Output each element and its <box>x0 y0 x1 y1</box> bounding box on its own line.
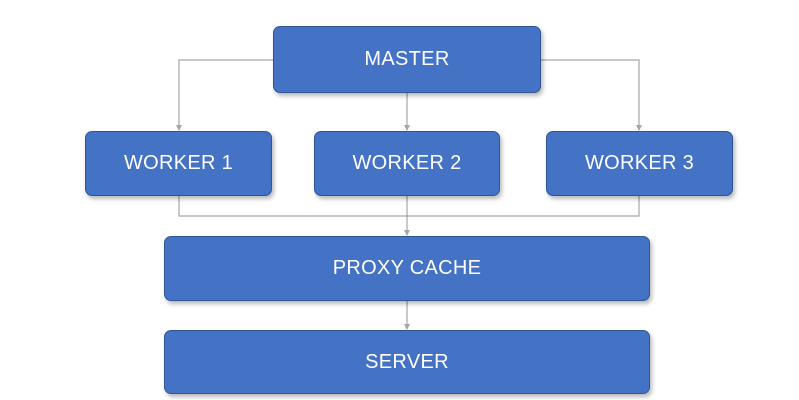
proxy-cache-node: PROXY CACHE <box>164 236 650 301</box>
worker-2-node: WORKER 2 <box>314 131 500 196</box>
edge-worker3-proxy <box>407 196 640 217</box>
worker-1-node: WORKER 1 <box>85 131 272 196</box>
master-node: MASTER <box>273 26 541 93</box>
edge-master-worker1 <box>176 59 273 131</box>
server-node: SERVER <box>164 330 650 394</box>
worker-3-node: WORKER 3 <box>546 131 733 196</box>
edge-worker1-proxy <box>178 196 407 217</box>
edge-master-worker3 <box>541 59 642 131</box>
